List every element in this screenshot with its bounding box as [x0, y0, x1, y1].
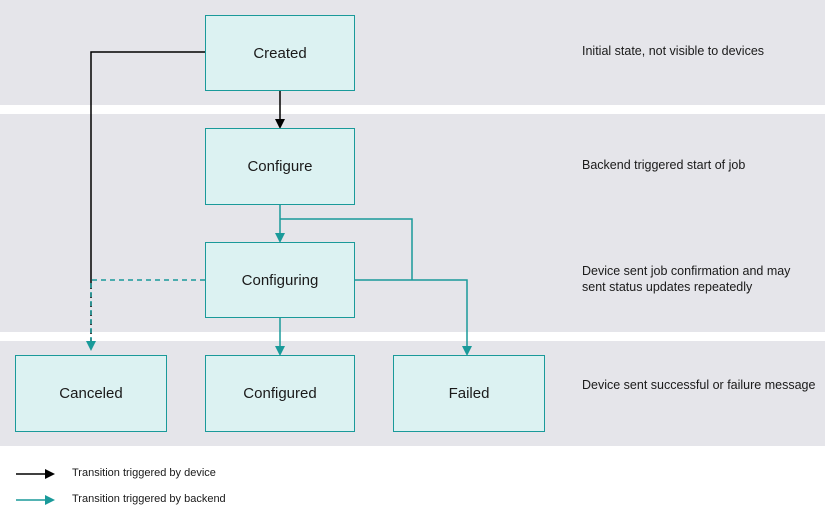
state-canceled: Canceled	[15, 355, 167, 432]
state-configure: Configure	[205, 128, 355, 205]
state-created: Created	[205, 15, 355, 91]
state-configuring-label: Configuring	[241, 271, 319, 289]
description-backend-start: Backend triggered start of job	[582, 158, 746, 172]
arrow-created-to-canceled	[90, 51, 205, 284]
state-configured-label: Configured	[243, 385, 317, 402]
legend-device-label: Transition triggered by device	[72, 467, 216, 479]
state-canceled-label: Canceled	[59, 385, 123, 402]
arrow-configuring-to-failed	[355, 279, 472, 356]
state-configure-label: Configure	[247, 158, 313, 175]
state-created-label: Created	[253, 44, 307, 62]
arrow-configuring-to-canceled	[86, 279, 205, 351]
state-configuring: Configuring	[205, 242, 355, 318]
arrow-configure-branch	[280, 218, 413, 280]
state-configured: Configured	[205, 355, 355, 432]
description-device-confirmation: Device sent job confirmation and may sen…	[582, 264, 791, 294]
description-final: Device sent successful or failure messag…	[582, 378, 816, 392]
legend-backend-label: Transition triggered by backend	[72, 493, 226, 505]
state-failed: Failed	[393, 355, 545, 432]
description-initial: Initial state, not visible to devices	[582, 44, 765, 58]
state-failed-label: Failed	[448, 385, 490, 402]
